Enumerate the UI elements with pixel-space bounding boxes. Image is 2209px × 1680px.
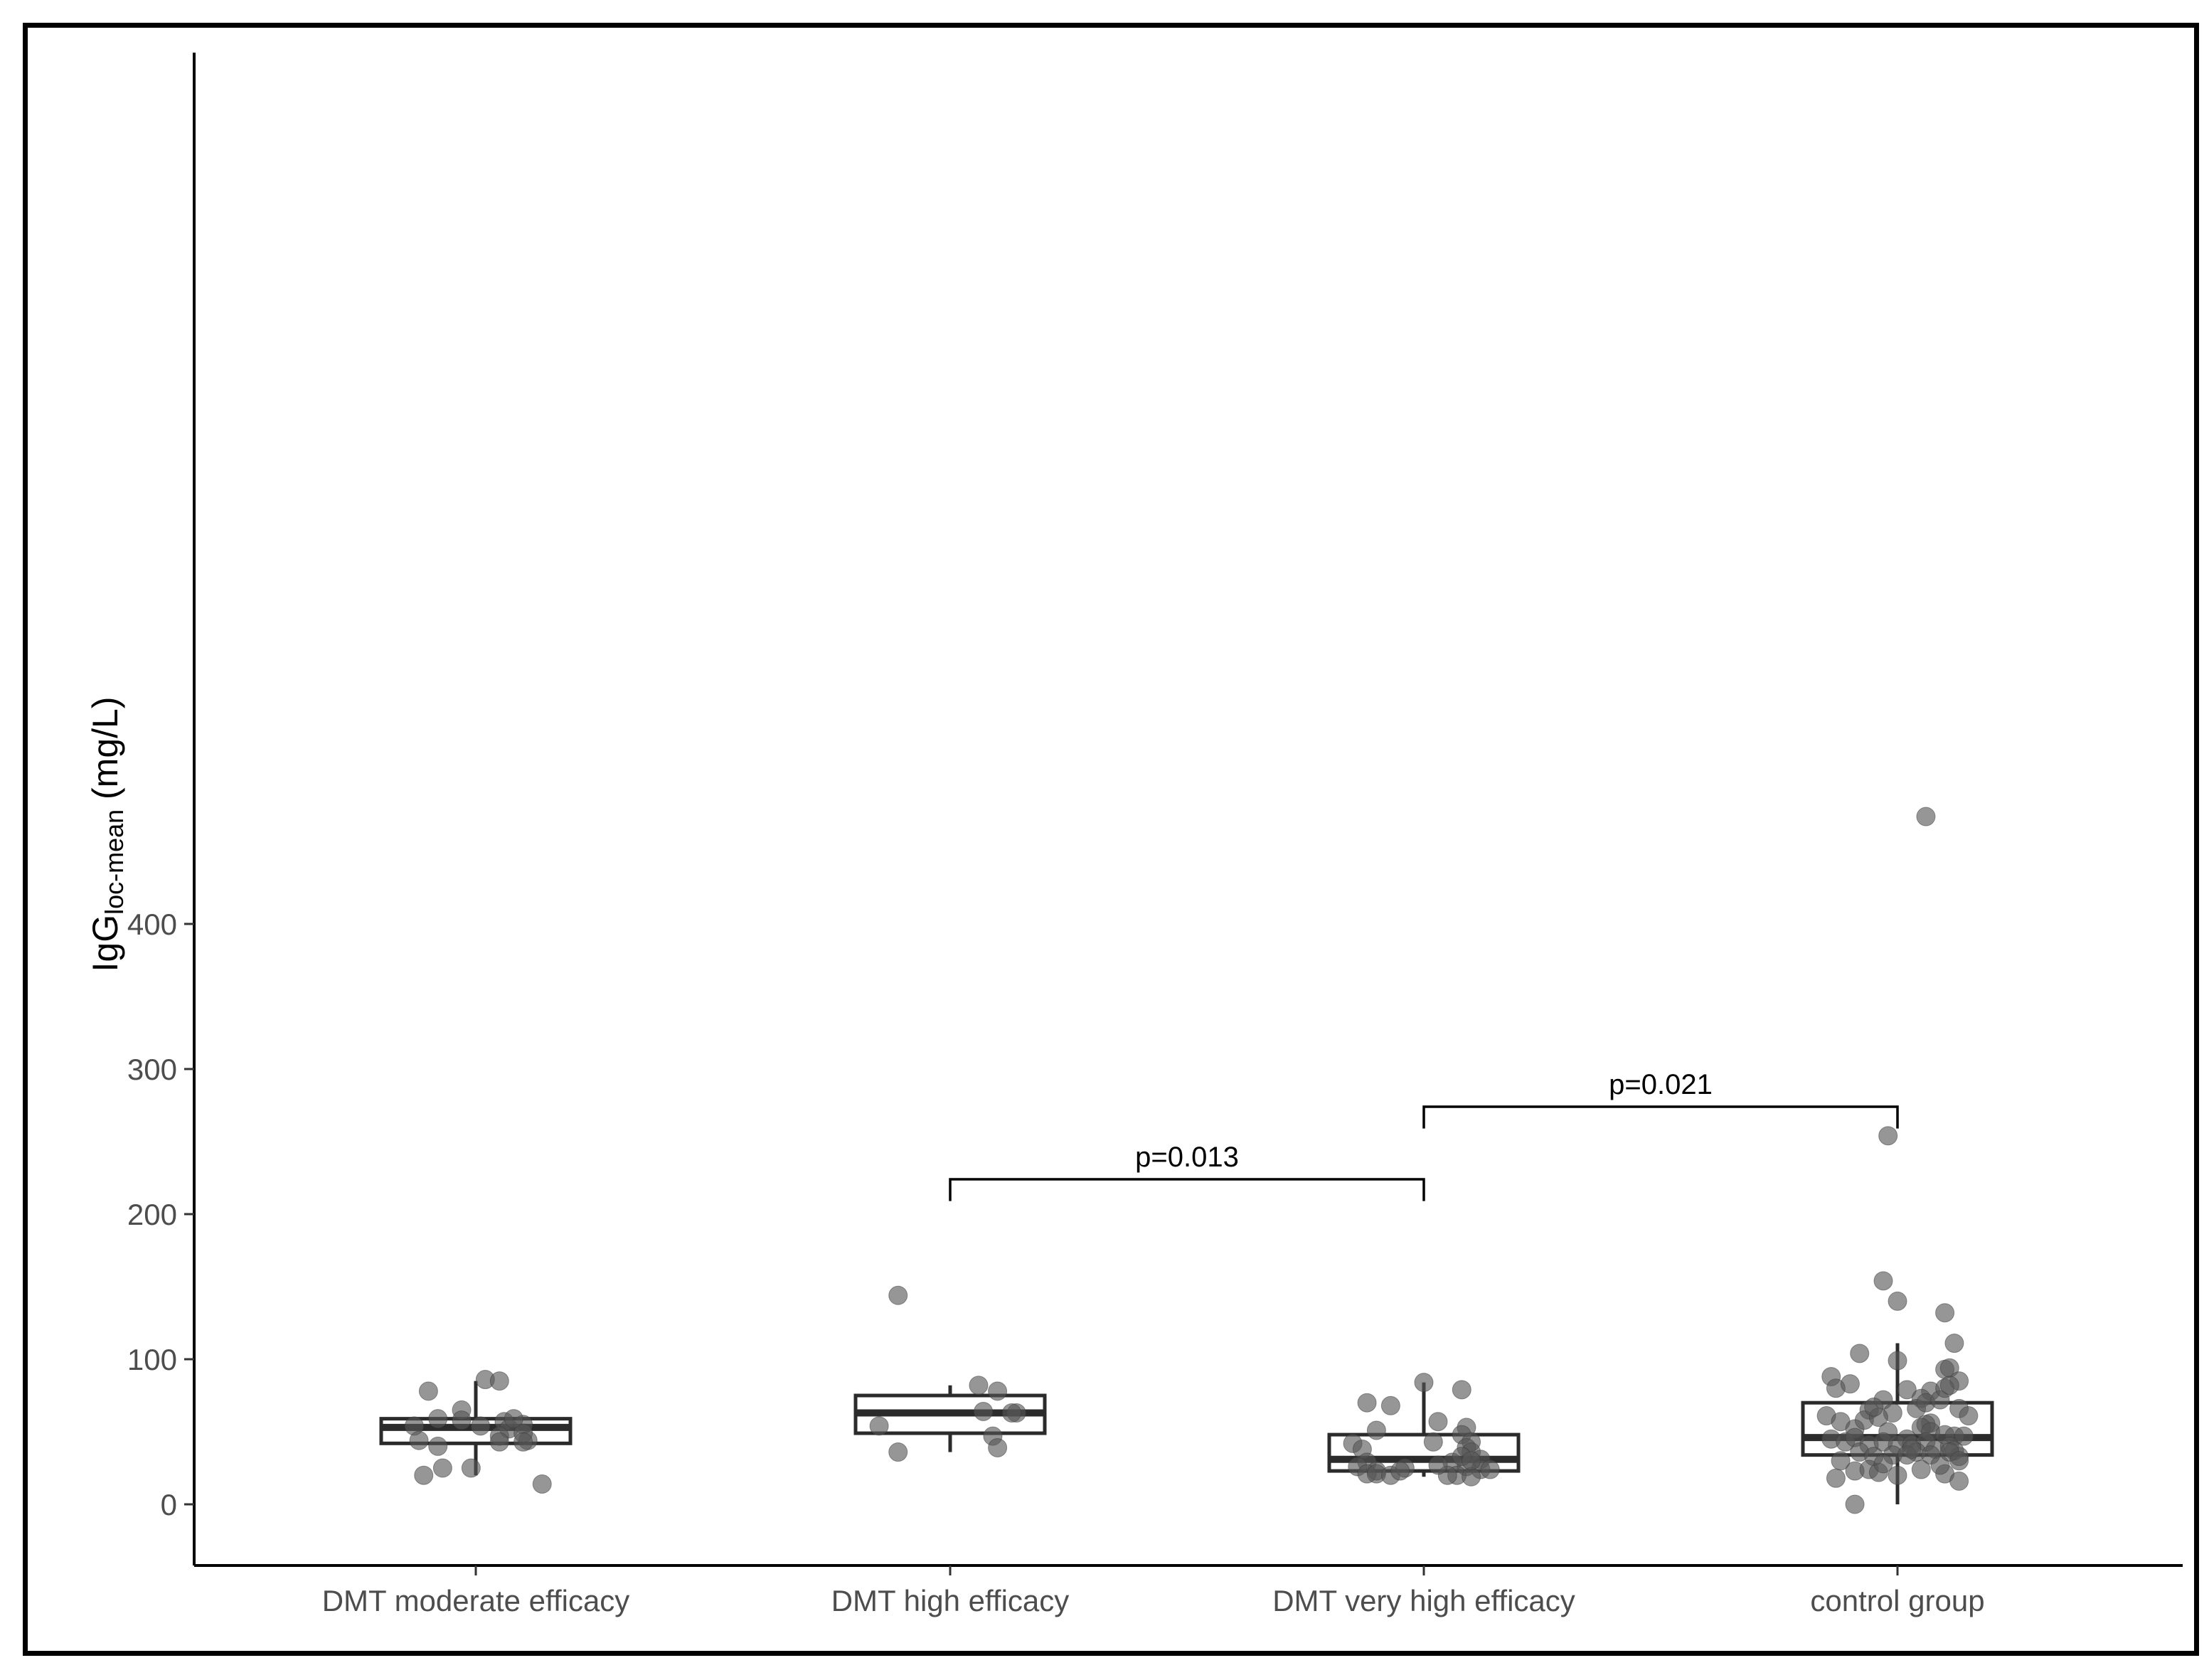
data-point [428, 1409, 448, 1429]
data-point [888, 1442, 908, 1462]
data-point [888, 1285, 908, 1305]
y-tick-label: 0 [161, 1488, 177, 1521]
significance-annotations: p=0.013 p=0.021 [949, 1069, 1899, 1201]
data-point [1873, 1454, 1893, 1474]
p-value-label: p=0.021 [1609, 1069, 1713, 1100]
y-tick-label: 200 [127, 1198, 177, 1231]
data-point [988, 1381, 1008, 1401]
data-point [1949, 1471, 1969, 1491]
y-tick-label: 400 [127, 908, 177, 941]
data-point [1366, 1420, 1386, 1440]
box-iqr [1327, 1432, 1521, 1473]
data-point [418, 1381, 438, 1401]
data-point [1414, 1373, 1434, 1393]
data-point [1888, 1351, 1907, 1371]
data-point [513, 1432, 533, 1452]
data-point [1902, 1439, 1922, 1459]
data-point [1480, 1460, 1500, 1479]
data-point [489, 1371, 509, 1391]
data-point [1850, 1344, 1870, 1363]
y-axis-title-unit: (mg/L) [85, 696, 125, 809]
data-point [532, 1474, 552, 1494]
data-point [988, 1437, 1008, 1457]
data-point [489, 1432, 509, 1452]
data-point [1452, 1380, 1471, 1400]
data-point [1428, 1412, 1448, 1432]
data-point [1939, 1376, 1959, 1395]
data-point [974, 1401, 994, 1421]
data-point [1826, 1468, 1846, 1488]
data-point [969, 1376, 989, 1395]
significance-bracket [949, 1178, 1425, 1201]
data-point [461, 1458, 481, 1478]
data-point [1462, 1451, 1481, 1471]
data-point [1935, 1303, 1955, 1323]
data-point [414, 1465, 434, 1485]
data-point [428, 1436, 448, 1456]
data-point [1930, 1455, 1950, 1475]
data-point [1428, 1455, 1448, 1475]
data-point [1888, 1465, 1907, 1485]
data-point [1864, 1397, 1884, 1417]
data-point [409, 1430, 429, 1450]
x-tick-label: DMT high efficacy [831, 1584, 1070, 1617]
data-point [1959, 1406, 1979, 1426]
data-point [432, 1458, 452, 1478]
data-point [869, 1416, 889, 1436]
data-point [1949, 1451, 1969, 1471]
data-point [471, 1416, 491, 1436]
data-point [1878, 1126, 1898, 1146]
box-series [379, 1343, 1994, 1504]
data-point [1845, 1494, 1865, 1514]
jitter-points [404, 807, 1979, 1514]
y-axis-title: IgGloc-mean (mg/L) [85, 696, 129, 972]
x-tick-label: DMT moderate efficacy [322, 1584, 630, 1617]
data-point [1423, 1432, 1443, 1452]
data-point [1944, 1334, 1964, 1354]
box-plot-chart: 0 100 200 300 400 DMT moderate efficacy DMT h… [85, 53, 2183, 1617]
significance-bracket [1422, 1105, 1899, 1129]
data-point [1954, 1426, 1974, 1446]
data-point [1873, 1271, 1893, 1291]
y-tick-label: 100 [127, 1343, 177, 1376]
x-axis: DMT moderate efficacy DMT high efficacy DM… [194, 1564, 2183, 1617]
p-value-label: p=0.013 [1135, 1142, 1239, 1173]
data-point [1380, 1395, 1400, 1415]
data-point [1911, 1460, 1931, 1479]
data-point [1916, 807, 1936, 826]
x-tick-label: control group [1810, 1584, 1984, 1617]
data-point [452, 1410, 472, 1430]
y-axis: 0 100 200 300 400 [127, 53, 196, 1565]
data-point [1888, 1291, 1907, 1311]
figure-frame: 0 100 200 300 400 DMT moderate efficacy DMT h… [23, 23, 2199, 1656]
data-point [1390, 1461, 1410, 1481]
data-point [1897, 1380, 1917, 1400]
y-axis-title-subscript: loc-mean [100, 809, 129, 915]
data-point [1002, 1403, 1022, 1423]
data-point [1357, 1393, 1377, 1413]
data-point [504, 1409, 523, 1429]
x-tick-label: DMT very high efficacy [1272, 1584, 1575, 1617]
y-tick-label: 300 [127, 1053, 177, 1086]
y-axis-title-main: IgG [85, 915, 125, 972]
data-point [1840, 1374, 1860, 1394]
